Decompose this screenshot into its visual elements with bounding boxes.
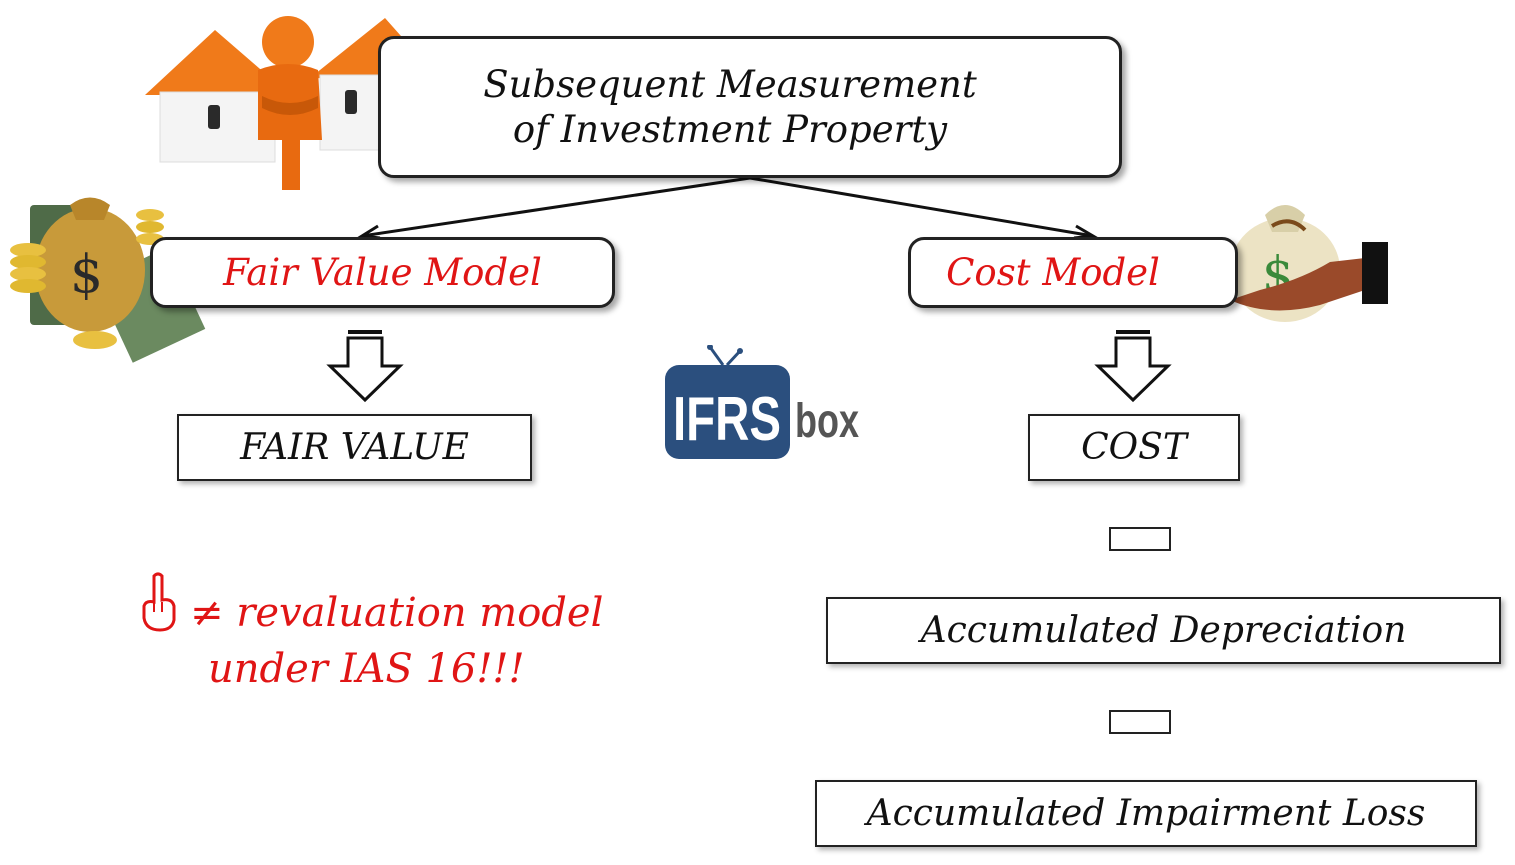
money-bag-coins-illustration: $ — [10, 197, 206, 363]
cost-model-box: Cost Model — [908, 237, 1238, 308]
note-line-2: under IAS 16!!! — [208, 646, 525, 692]
pointing-finger-icon — [142, 572, 176, 632]
title-line-1: Subsequent Measurement — [483, 62, 977, 106]
fair-value-box: FAIR VALUE — [177, 414, 532, 481]
down-arrow-right — [1094, 330, 1172, 403]
down-arrow-left — [326, 330, 404, 403]
cost-model-label: Cost Model — [946, 251, 1160, 294]
title-box: Subsequent Measurement of Investment Pro… — [378, 36, 1122, 178]
logo-ifrs-text: IFRS — [673, 385, 781, 454]
fair-value-model-label: Fair Value Model — [223, 251, 542, 294]
accumulated-depreciation-label: Accumulated Depreciation — [920, 610, 1407, 651]
hand-money-bag-illustration: $ — [1230, 205, 1388, 322]
svg-text:$: $ — [70, 245, 103, 305]
fair-value-label: FAIR VALUE — [240, 427, 469, 468]
note-line-1: ≠ revaluation model — [190, 590, 604, 636]
revaluation-note: ≠ revaluation model under IAS 16!!! — [190, 585, 650, 697]
accumulated-impairment-box: Accumulated Impairment Loss — [815, 780, 1477, 847]
connector-left — [361, 176, 751, 238]
connector-right — [749, 176, 1094, 238]
cost-box: COST — [1028, 414, 1240, 481]
logo-box-text: box — [795, 395, 859, 448]
minus-sign — [1109, 710, 1171, 734]
cost-label: COST — [1081, 427, 1187, 468]
accumulated-depreciation-box: Accumulated Depreciation — [826, 597, 1501, 664]
title-line-2: of Investment Property — [512, 108, 948, 151]
accumulated-impairment-label: Accumulated Impairment Loss — [866, 793, 1426, 834]
fair-value-model-box: Fair Value Model — [150, 237, 615, 308]
minus-sign — [1109, 527, 1171, 551]
ifrsbox-logo: IFRS box — [665, 345, 859, 459]
